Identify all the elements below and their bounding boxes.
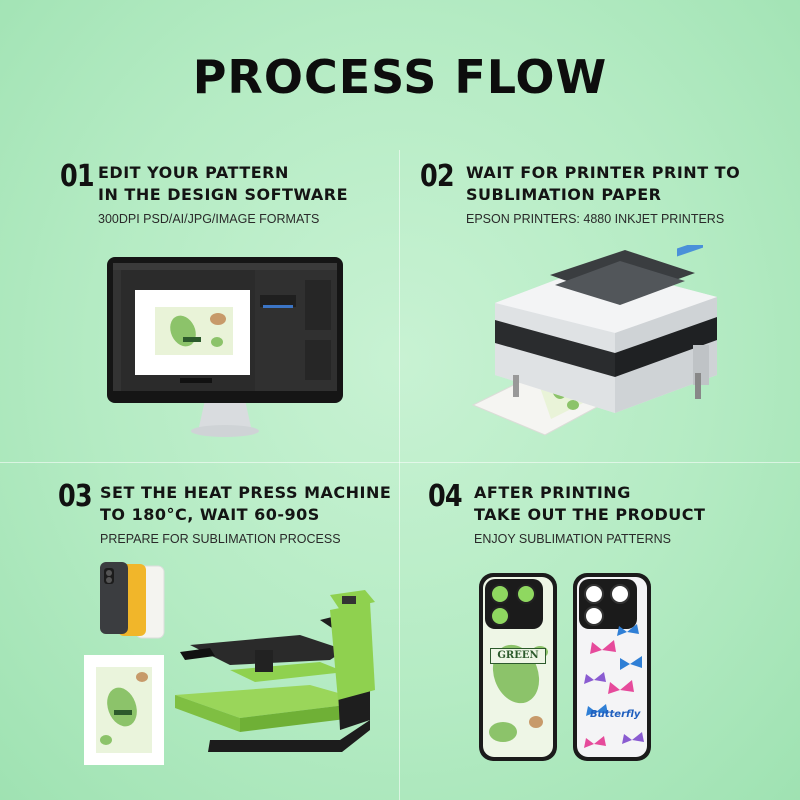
green-phone-case-illustration xyxy=(479,573,557,761)
monitor-illustration xyxy=(107,257,343,437)
step-1-subtitle: 300DPI PSD/AI/JPG/IMAGE FORMATS xyxy=(98,212,320,226)
step-1-heading-line2: IN THE DESIGN SOFTWARE xyxy=(98,185,349,204)
step-2-heading: WAIT FOR PRINTER PRINT TO SUBLIMATION PA… xyxy=(466,162,740,206)
blank-phone-cases-illustration xyxy=(100,562,165,639)
step-4-heading: AFTER PRINTING TAKE OUT THE PRODUCT xyxy=(474,482,705,526)
step-2-subtitle: EPSON PRINTERS: 4880 INKJET PRINTERS xyxy=(466,212,725,226)
butterfly-case-label: Butterfly xyxy=(590,709,641,720)
step-1-heading: EDIT YOUR PATTERN IN THE DESIGN SOFTWARE xyxy=(98,162,348,206)
step-2-heading-line1: WAIT FOR PRINTER PRINT TO xyxy=(466,163,741,182)
step-1-heading-line1: EDIT YOUR PATTERN xyxy=(98,163,289,182)
green-case-label: GREEN xyxy=(490,648,546,664)
vertical-divider xyxy=(399,150,400,800)
step-2-heading-line2: SUBLIMATION PAPER xyxy=(466,185,662,204)
printer-illustration xyxy=(471,245,717,436)
step-1-number: 01 xyxy=(60,159,95,194)
sublimation-print-sheet-illustration xyxy=(84,655,164,765)
step-2-number: 02 xyxy=(420,159,455,194)
step-3-heading: SET THE HEAT PRESS MACHINE TO 180°C, WAI… xyxy=(100,482,391,526)
horizontal-divider xyxy=(0,462,800,463)
page-title: PROCESS FLOW xyxy=(192,50,608,104)
step-4-subtitle: ENJOY SUBLIMATION PATTERNS xyxy=(474,532,672,546)
step-3-number: 03 xyxy=(58,479,93,514)
step-4-number: 04 xyxy=(428,479,463,514)
step-3-heading-line2: TO 180°C, WAIT 60-90S xyxy=(100,505,320,524)
step-3-subtitle: PREPARE FOR SUBLIMATION PROCESS xyxy=(100,532,341,546)
step-4-heading-line2: TAKE OUT THE PRODUCT xyxy=(474,505,706,524)
step-3-heading-line1: SET THE HEAT PRESS MACHINE xyxy=(100,483,392,502)
butterfly-phone-case-illustration xyxy=(573,573,651,761)
heat-press-illustration xyxy=(175,590,375,752)
step-4-heading-line1: AFTER PRINTING xyxy=(474,483,631,502)
